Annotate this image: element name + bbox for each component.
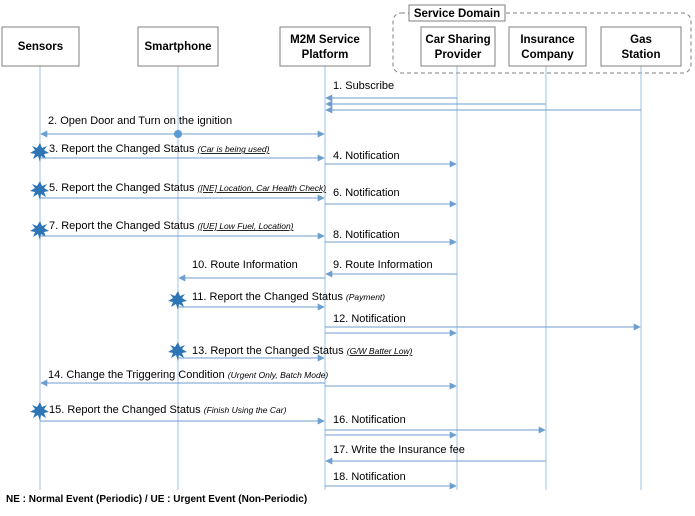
svg-text:12. Notification: 12. Notification [333,313,406,325]
event-burst-icon [30,181,49,200]
service-domain-label: Service Domain [414,8,500,20]
message-18-notification: 18. Notification [325,471,457,490]
message-14-change-triggering: 14. Change the Triggering Condition (Urg… [40,369,457,390]
service-domain-label-box [408,4,506,22]
message-5-report-status: 5. Report the Changed Status ([NE] Locat… [30,181,326,202]
event-burst-icon [30,143,49,162]
actor-sensors: Sensors [1,26,80,67]
svg-text:17. Write the Insurance fee: 17. Write the Insurance fee [333,444,465,456]
actor-car-sharing-provider: Car Sharing Provider [420,26,496,67]
svg-text:4. Notification: 4. Notification [333,150,400,162]
message-1-subscribe: 1. Subscribe [325,80,641,114]
message-17-write-insurance-fee: 17. Write the Insurance fee [325,444,546,465]
svg-text:15. Report the Changed Status: 15. Report the Changed Status (Finish Us… [49,404,287,416]
service-domain-group [392,12,692,74]
message-9-route-information: 9. Route Information [325,259,457,278]
svg-text:Insurance: Insurance [520,34,574,46]
message-8-notification: 8. Notification [325,229,457,246]
event-burst-icon [168,342,187,361]
svg-text:3. Report the Changed Status (: 3. Report the Changed Status (Car is bei… [49,143,270,155]
message-3-report-status: 3. Report the Changed Status (Car is bei… [30,143,325,162]
svg-text:Car Sharing: Car Sharing [425,34,490,46]
svg-text:Sensors: Sensors [18,41,63,53]
event-burst-icon [30,402,49,421]
svg-text:Station: Station [622,49,661,61]
message-10-route-information: 10. Route Information [178,259,325,282]
svg-text:7. Report the Changed Status (: 7. Report the Changed Status ([UE] Low F… [49,220,294,232]
message-13-report-status: 13. Report the Changed Status (G/W Batte… [168,342,413,362]
svg-text:9. Route Information: 9. Route Information [333,259,433,271]
svg-text:Platform: Platform [302,49,349,61]
event-burst-icon [168,291,187,310]
message-11-report-status: 11. Report the Changed Status (Payment) [168,291,385,311]
svg-text:M2M Service: M2M Service [290,34,360,46]
actor-insurance-company: Insurance Company [508,26,587,67]
message-4-notification: 4. Notification [325,150,457,168]
svg-text:Gas: Gas [630,34,652,46]
svg-text:8. Notification: 8. Notification [333,229,400,241]
legend-text: NE : Normal Event (Periodic) / UE : Urge… [6,494,308,505]
message-6-notification: 6. Notification [325,187,457,208]
smartphone-origin-dot [174,130,182,138]
message-12-notification: 12. Notification [325,313,641,337]
svg-text:10. Route Information: 10. Route Information [192,259,298,271]
svg-text:11. Report the Changed Status: 11. Report the Changed Status (Payment) [192,291,385,303]
message-2-open-door: 2. Open Door and Turn on the ignition [40,115,325,138]
svg-text:2. Open Door and Turn on the i: 2. Open Door and Turn on the ignition [48,115,232,127]
message-7-report-status: 7. Report the Changed Status ([UE] Low F… [30,220,325,240]
svg-text:16. Notification: 16. Notification [333,414,406,426]
actor-m2m-service-platform: M2M Service Platform [279,26,371,67]
svg-text:Provider: Provider [435,49,482,61]
svg-text:Smartphone: Smartphone [144,41,211,53]
message-15-report-status: 15. Report the Changed Status (Finish Us… [30,402,325,425]
svg-text:Company: Company [521,49,574,61]
actor-gas-station: Gas Station [600,26,682,67]
svg-text:1. Subscribe: 1. Subscribe [333,80,394,92]
message-16-notification: 16. Notification [325,414,546,439]
svg-text:14. Change the Triggering Cond: 14. Change the Triggering Condition (Urg… [48,369,328,381]
actor-smartphone: Smartphone [137,26,219,67]
svg-text:13. Report the Changed Status: 13. Report the Changed Status (G/W Batte… [192,345,413,357]
svg-text:5. Report the Changed Status (: 5. Report the Changed Status ([NE] Locat… [49,182,326,194]
svg-text:18. Notification: 18. Notification [333,471,406,483]
event-burst-icon [30,221,49,240]
svg-text:6. Notification: 6. Notification [333,187,400,199]
